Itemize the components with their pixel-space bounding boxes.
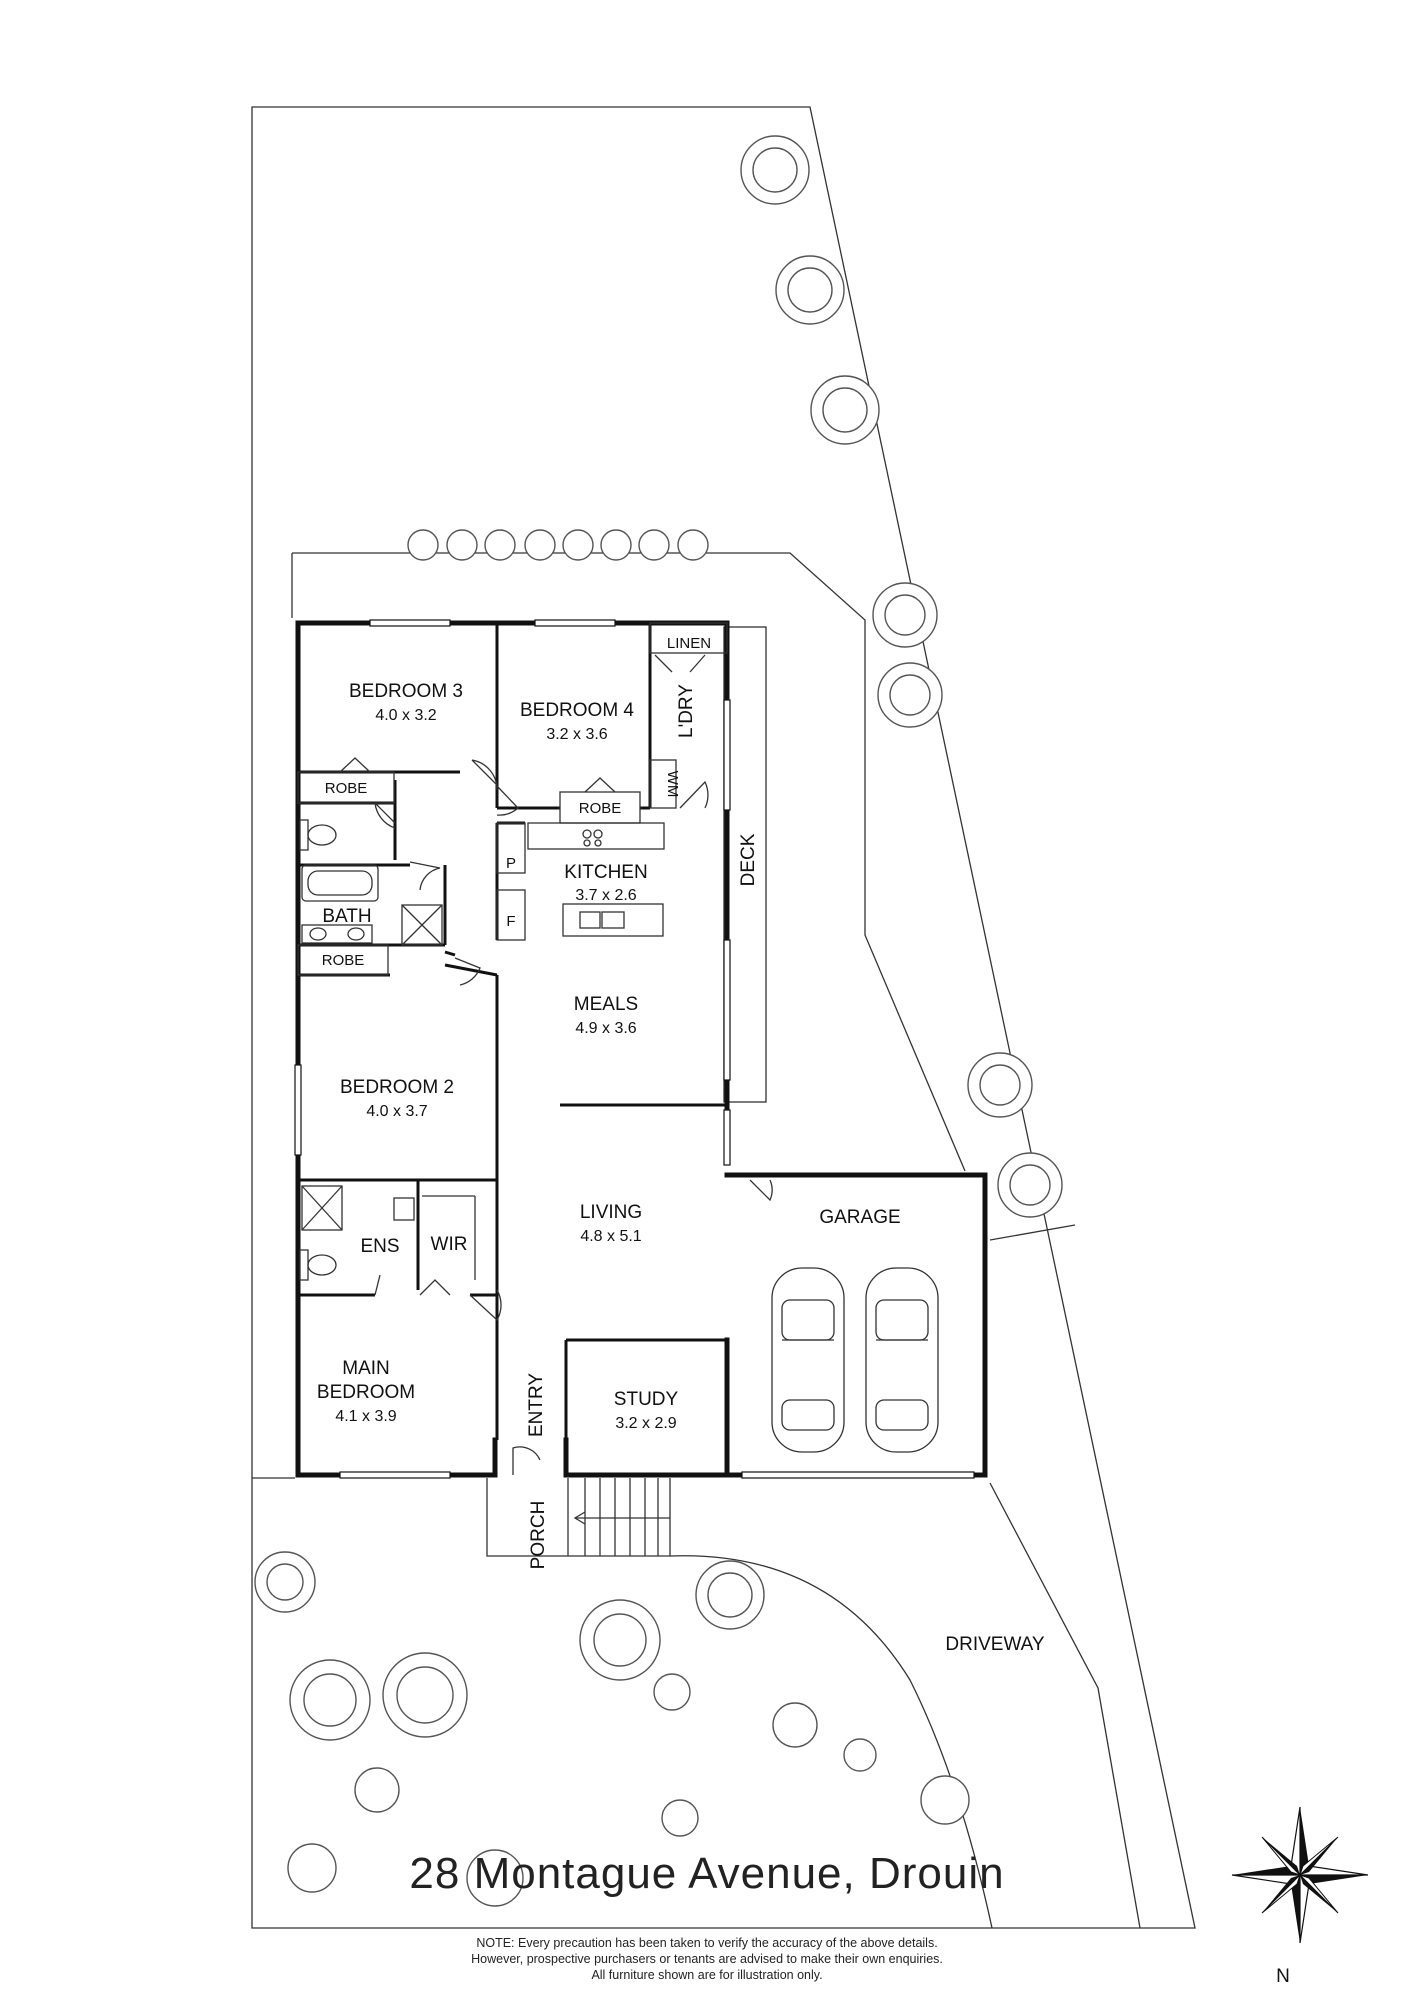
compass-north-label: N	[1276, 1966, 1290, 1987]
robe-bedroom4	[559, 791, 641, 824]
room-kitchen-dims: 3.7 x 2.6	[575, 887, 636, 904]
label-wir: WIR	[431, 1234, 468, 1255]
property-address: 28 Montague Avenue, Drouin	[409, 1849, 1004, 1898]
garage-side-line	[989, 1224, 1076, 1241]
label-robe-bedroom2: ROBE	[322, 952, 365, 969]
room-meals-name: MEALS	[574, 994, 638, 1015]
label-robe-bedroom4: ROBE	[579, 800, 622, 817]
deck	[723, 626, 767, 1103]
linen-cupboard	[649, 622, 728, 654]
car-left	[771, 1267, 845, 1453]
room-bedroom2-dims: 4.0 x 3.7	[366, 1103, 427, 1120]
label-pantry: P	[506, 855, 516, 872]
label-washing-machine: WM	[664, 771, 681, 798]
room-bedroom4-name: BEDROOM 4	[520, 700, 634, 721]
room-study-name: STUDY	[614, 1389, 679, 1410]
property-boundary	[251, 106, 1196, 1929]
label-bath: BATH	[322, 906, 371, 927]
room-study-dims: 3.2 x 2.9	[615, 1415, 676, 1432]
garden-curve	[669, 1555, 993, 1929]
room-main-bedroom-dims: 4.1 x 3.9	[335, 1408, 396, 1425]
car-right	[865, 1267, 939, 1453]
bath-fittings	[299, 819, 443, 946]
label-entry: ENTRY	[526, 1373, 547, 1437]
room-bedroom2-name: BEDROOM 2	[340, 1077, 454, 1098]
label-driveway: DRIVEWAY	[945, 1634, 1045, 1655]
room-garage-name: GARAGE	[819, 1207, 900, 1228]
disclaimer-line-2: However, prospective purchasers or tenan…	[471, 1952, 943, 1966]
porch-outline	[486, 1478, 671, 1557]
label-ensuite: ENS	[360, 1236, 399, 1257]
windows	[294, 619, 975, 1479]
room-main-bedroom-name-2: BEDROOM	[317, 1382, 415, 1403]
label-fridge: F	[506, 913, 515, 930]
robe-bedroom3	[297, 771, 395, 804]
interior-walls	[298, 623, 727, 1440]
room-living-dims: 4.8 x 5.1	[580, 1228, 641, 1245]
room-living-name: LIVING	[580, 1202, 642, 1223]
disclaimer-line-3: All furniture shown are for illustration…	[591, 1968, 822, 1982]
room-meals-dims: 4.9 x 3.6	[575, 1020, 636, 1037]
label-porch: PORCH	[528, 1501, 549, 1570]
disclaimer-line-1: NOTE: Every precaution has been taken to…	[476, 1936, 937, 1950]
label-laundry: L'DRY	[676, 684, 697, 738]
robe-bedroom2	[297, 944, 389, 976]
trees	[254, 135, 1063, 1907]
porch-steps	[573, 1478, 670, 1556]
door-swings	[339, 654, 773, 1475]
house-walls	[295, 620, 988, 1478]
room-kitchen-name: KITCHEN	[564, 862, 647, 883]
compass-rose-icon	[1231, 1806, 1369, 1944]
room-bedroom4-dims: 3.2 x 3.6	[546, 726, 607, 743]
room-bedroom3-dims: 4.0 x 3.2	[375, 707, 436, 724]
washing-machine	[649, 759, 677, 809]
label-deck: DECK	[738, 833, 759, 886]
room-main-bedroom-name-1: MAIN	[342, 1358, 390, 1379]
label-robe-bedroom3: ROBE	[325, 780, 368, 797]
ensuite-fittings	[299, 1185, 476, 1281]
driveway-edge	[989, 1482, 1141, 1929]
room-bedroom3-name: BEDROOM 3	[349, 681, 463, 702]
label-linen: LINEN	[667, 635, 711, 652]
